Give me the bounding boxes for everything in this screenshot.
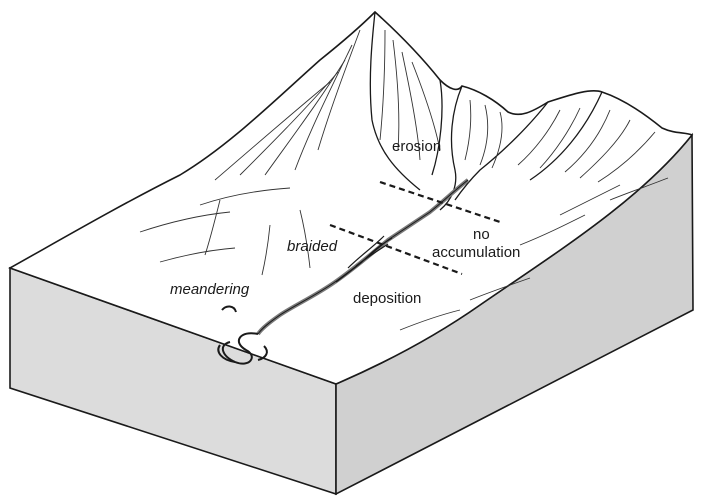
label-erosion: erosion <box>392 138 441 155</box>
label-meandering: meandering <box>170 281 250 298</box>
label-no-accumulation-line1: no <box>473 226 490 243</box>
label-no-accumulation-line2: accumulation <box>432 244 520 261</box>
slope-hachures <box>139 29 669 331</box>
terrain-surface <box>8 10 694 385</box>
label-braided: braided <box>287 238 338 255</box>
deposition-boundary-line <box>329 223 463 276</box>
erosion-boundary-line <box>379 180 501 224</box>
label-deposition: deposition <box>353 290 421 307</box>
zone-boundaries <box>329 180 501 276</box>
mountain-ridges <box>369 11 603 211</box>
